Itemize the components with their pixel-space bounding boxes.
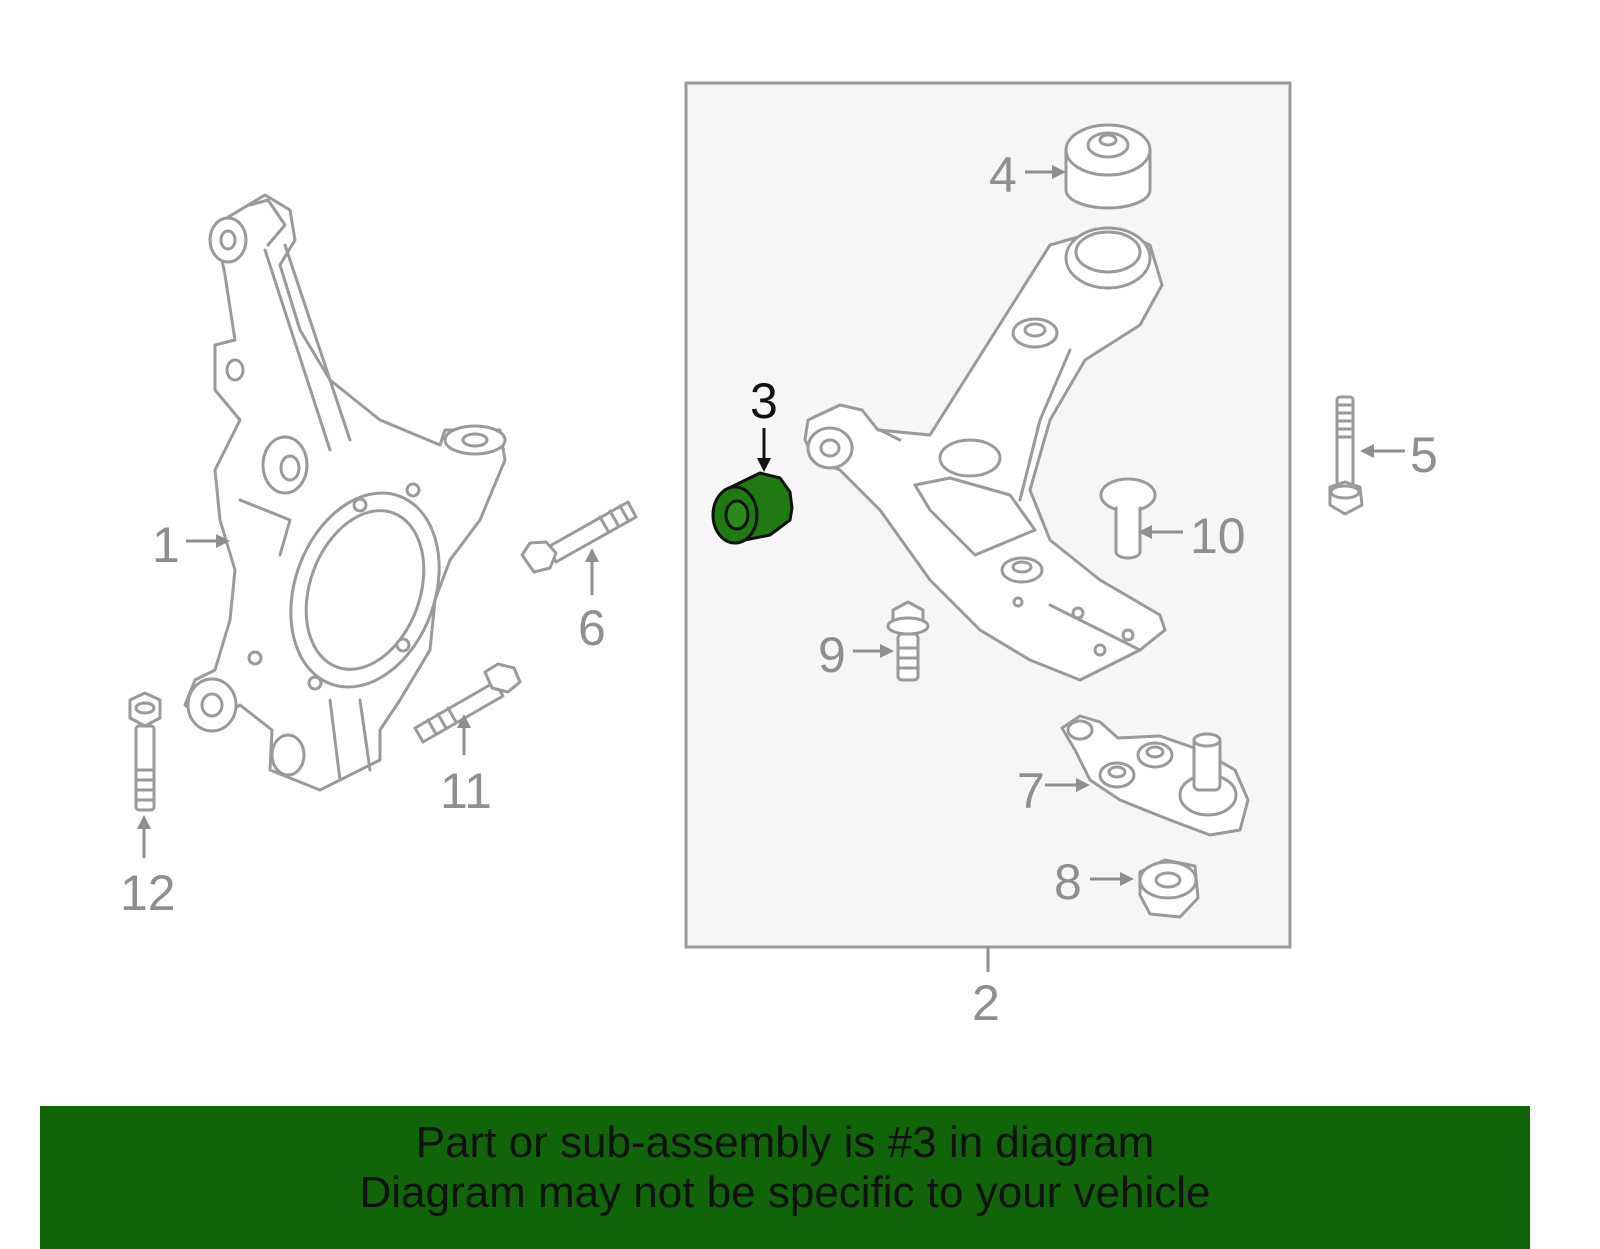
bushing-4[interactable] bbox=[1064, 123, 1152, 210]
callout-8: 8 bbox=[1054, 854, 1082, 910]
bolt-11[interactable] bbox=[413, 662, 522, 744]
callout-7: 7 bbox=[1017, 763, 1045, 819]
callout-4: 4 bbox=[989, 147, 1017, 203]
bushing-3-highlighted[interactable] bbox=[711, 471, 794, 545]
nut-8[interactable] bbox=[1138, 858, 1200, 919]
info-banner: Part or sub-assembly is #3 in diagram Di… bbox=[40, 1106, 1530, 1249]
callout-3: 3 bbox=[750, 373, 778, 429]
callout-10: 10 bbox=[1190, 508, 1246, 564]
callout-2: 2 bbox=[972, 975, 1000, 1031]
callout-1: 1 bbox=[152, 517, 180, 573]
bolt-9[interactable] bbox=[886, 600, 930, 682]
callout-9: 9 bbox=[818, 627, 846, 683]
callout-11: 11 bbox=[440, 763, 492, 819]
bolt-12[interactable] bbox=[128, 691, 162, 812]
callout-5: 5 bbox=[1410, 427, 1438, 483]
steering-knuckle[interactable] bbox=[183, 193, 507, 792]
ball-joint-7[interactable] bbox=[1060, 714, 1250, 837]
bolt-6[interactable] bbox=[520, 500, 638, 574]
callout-6: 6 bbox=[578, 600, 606, 656]
callout-leaders bbox=[137, 165, 1405, 886]
bolt-5[interactable] bbox=[1328, 395, 1364, 516]
stud-10[interactable] bbox=[1099, 477, 1157, 560]
callout-12: 12 bbox=[120, 865, 176, 921]
lower-control-arm[interactable] bbox=[803, 226, 1167, 682]
banner-line-2: Diagram may not be specific to your vehi… bbox=[359, 1168, 1211, 1217]
banner-line-1: Part or sub-assembly is #3 in diagram bbox=[415, 1118, 1155, 1167]
